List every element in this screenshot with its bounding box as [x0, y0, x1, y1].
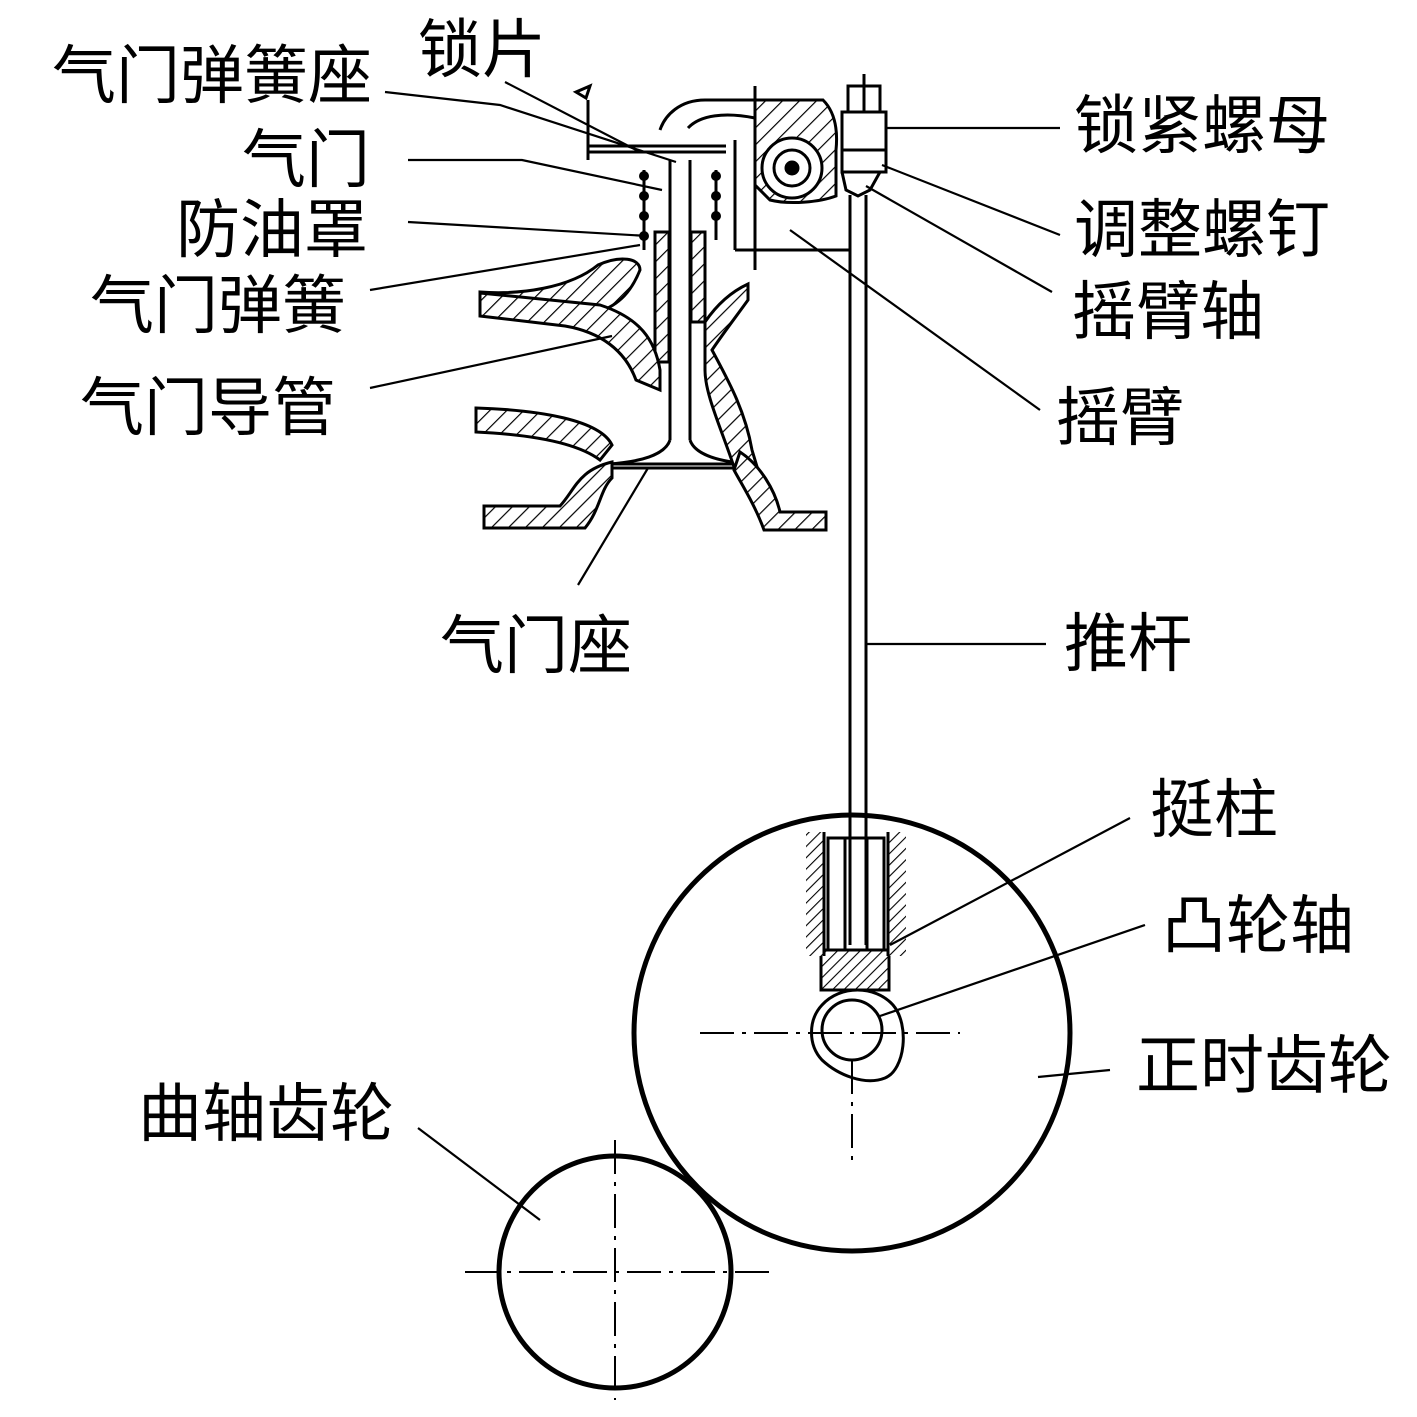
- label-valve: 气门: [242, 124, 370, 198]
- labels: 气门弹簧座 锁片 气门 防油罩 气门弹簧 气门导管 气门座 锁紧螺母 调整螺钉 …: [52, 14, 1392, 1152]
- rocker-assembly: [658, 74, 888, 270]
- label-crank-gear: 曲轴齿轮: [138, 1078, 394, 1152]
- label-oil-shield: 防油罩: [176, 194, 368, 268]
- push-rod: [848, 195, 868, 945]
- camshaft-cam: [810, 988, 905, 1083]
- label-timing-gear: 正时齿轮: [1136, 1030, 1392, 1104]
- label-rocker-shaft: 摇臂轴: [1072, 276, 1264, 350]
- valve-assembly: [572, 83, 753, 470]
- timing-gear: [631, 812, 1073, 1254]
- label-spring-seat: 气门弹簧座: [52, 40, 372, 114]
- cylinder-head: [474, 257, 828, 532]
- label-tappet: 挺柱: [1150, 774, 1278, 848]
- label-push-rod: 推杆: [1064, 608, 1192, 682]
- label-lock-nut: 锁紧螺母: [1074, 90, 1330, 164]
- label-adjust-screw: 调整螺钉: [1074, 194, 1330, 268]
- label-valve-seat: 气门座: [440, 610, 632, 684]
- label-rocker-arm: 摇臂: [1056, 382, 1184, 456]
- leader-lines: [369, 81, 1146, 1221]
- label-lock-piece: 锁片: [418, 14, 546, 88]
- label-valve-guide: 气门导管: [80, 372, 336, 446]
- crank-gear: [465, 1140, 775, 1400]
- tappet: [806, 832, 906, 992]
- valve-spring-coils: [639, 170, 721, 250]
- label-valve-spring: 气门弹簧: [90, 270, 346, 344]
- label-camshaft: 凸轮轴: [1162, 890, 1354, 964]
